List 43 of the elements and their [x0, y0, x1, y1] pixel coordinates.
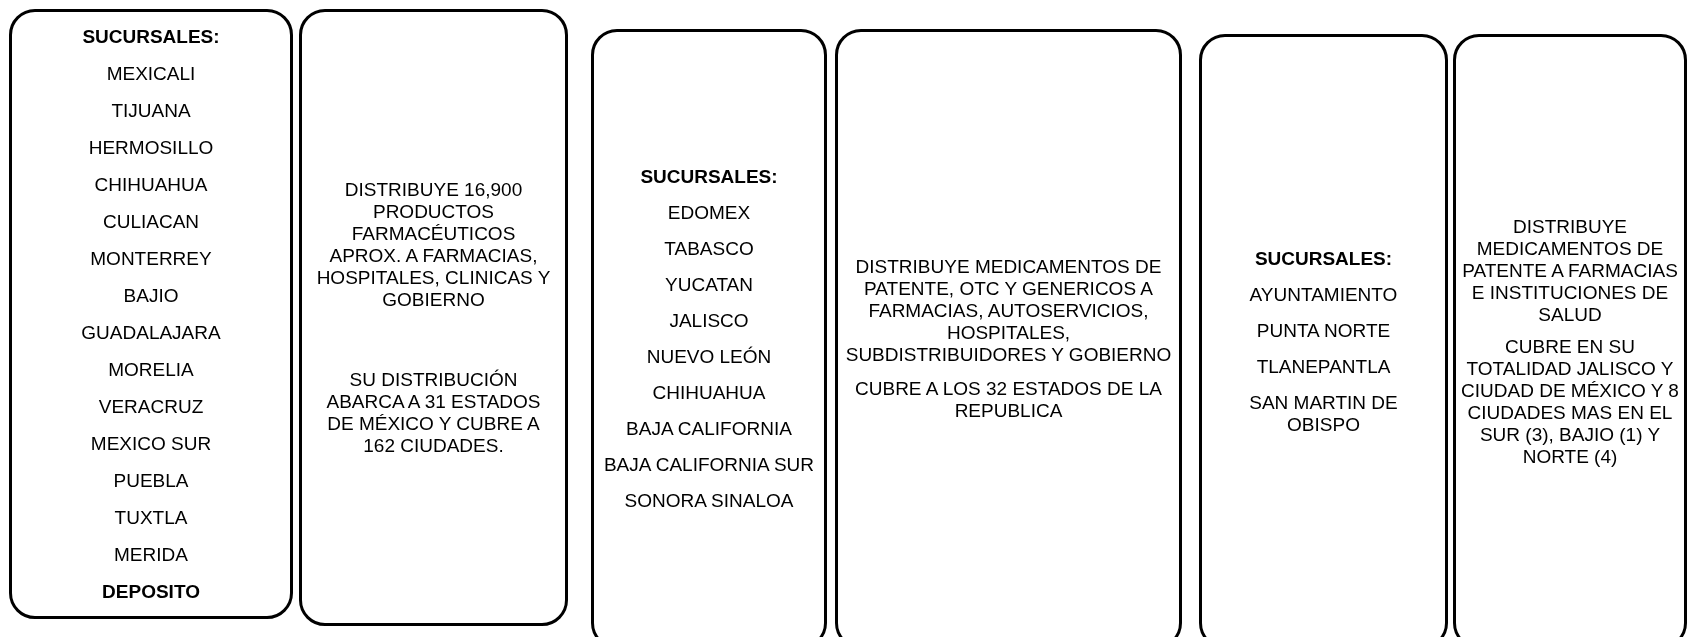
- description-text: SU DISTRIBUCIÓN ABARCA A 31 ESTADOS DE MÉXICO Y CUBRE A 162 CIUDADES.: [325, 368, 542, 457]
- rounded-info-box: [591, 29, 827, 637]
- branch-name: NUEVO LEÓN: [646, 346, 772, 368]
- branch-name: TUXTLA: [114, 506, 188, 529]
- rounded-info-box: [1199, 34, 1448, 637]
- branch-name: PUEBLA: [113, 469, 189, 492]
- branch-name: CHIHUAHUA: [652, 382, 766, 404]
- branch-list-heading: SUCURSALES:: [1254, 247, 1393, 270]
- branch-name: GUADALAJARA: [81, 321, 221, 344]
- branch-name: SAN MARTIN DE OBISPO: [1248, 391, 1399, 436]
- branch-name: MEXICO SUR: [90, 432, 212, 455]
- branch-name: BAJA CALIFORNIA SUR: [603, 454, 815, 476]
- branch-name: BAJA CALIFORNIA: [626, 418, 792, 440]
- rounded-info-box: [1453, 34, 1687, 637]
- branch-name: MERIDA: [114, 543, 188, 566]
- description-text: CUBRE A LOS 32 ESTADOS DE LA REPUBLICA: [854, 378, 1163, 422]
- depot-label: DEPOSITO: [102, 580, 200, 603]
- branch-name: MORELIA: [108, 358, 194, 381]
- description-text: DISTRIBUYE 16,900 PRODUCTOS FARMACÉUTICOS APROX. A FARMACIAS, HOSPITALES, CLINICAS Y GOBIERNO: [316, 178, 551, 311]
- branch-name: MEXICALI: [106, 62, 196, 85]
- branch-name: PUNTA NORTE: [1256, 319, 1391, 342]
- rounded-info-box: [9, 9, 293, 619]
- branch-name: TIJUANA: [111, 99, 191, 122]
- branch-name: AYUNTAMIENTO: [1249, 283, 1398, 306]
- branch-name: CULIACAN: [102, 210, 200, 233]
- branch-name: HERMOSILLO: [88, 136, 214, 159]
- branch-name: VERACRUZ: [98, 395, 204, 418]
- branch-name: SONORA SINALOA: [624, 490, 794, 512]
- branch-name: JALISCO: [669, 310, 749, 332]
- rounded-info-box: [835, 29, 1182, 637]
- branch-name: TLANEPANTLA: [1256, 355, 1391, 378]
- branch-name: MONTERREY: [90, 247, 212, 270]
- description-text: DISTRIBUYE MEDICAMENTOS DE PATENTE, OTC Y GENERICOS A FARMACIAS, AUTOSERVICIOS, HOSPITALES, SUBDISTRIBUIDORES Y GOBIERNO: [844, 256, 1173, 366]
- branch-name: BAJIO: [123, 284, 179, 307]
- branch-name: EDOMEX: [667, 202, 751, 224]
- branch-list-heading: SUCURSALES:: [82, 25, 220, 48]
- branch-name: CHIHUAHUA: [94, 173, 208, 196]
- branch-name: TABASCO: [664, 238, 754, 260]
- description-text: CUBRE EN SU TOTALIDAD JALISCO Y CIUDAD DE MÉXICO Y 8 CIUDADES MAS EN EL SUR (3), BAJIO (1) Y NORTE (4): [1460, 335, 1680, 468]
- branch-name: YUCATAN: [665, 274, 753, 296]
- rounded-info-box: [299, 9, 568, 626]
- branch-list-heading: SUCURSALES:: [640, 166, 778, 188]
- description-text: DISTRIBUYE MEDICAMENTOS DE PATENTE A FARMACIAS E INSTITUCIONES DE SALUD: [1461, 215, 1679, 326]
